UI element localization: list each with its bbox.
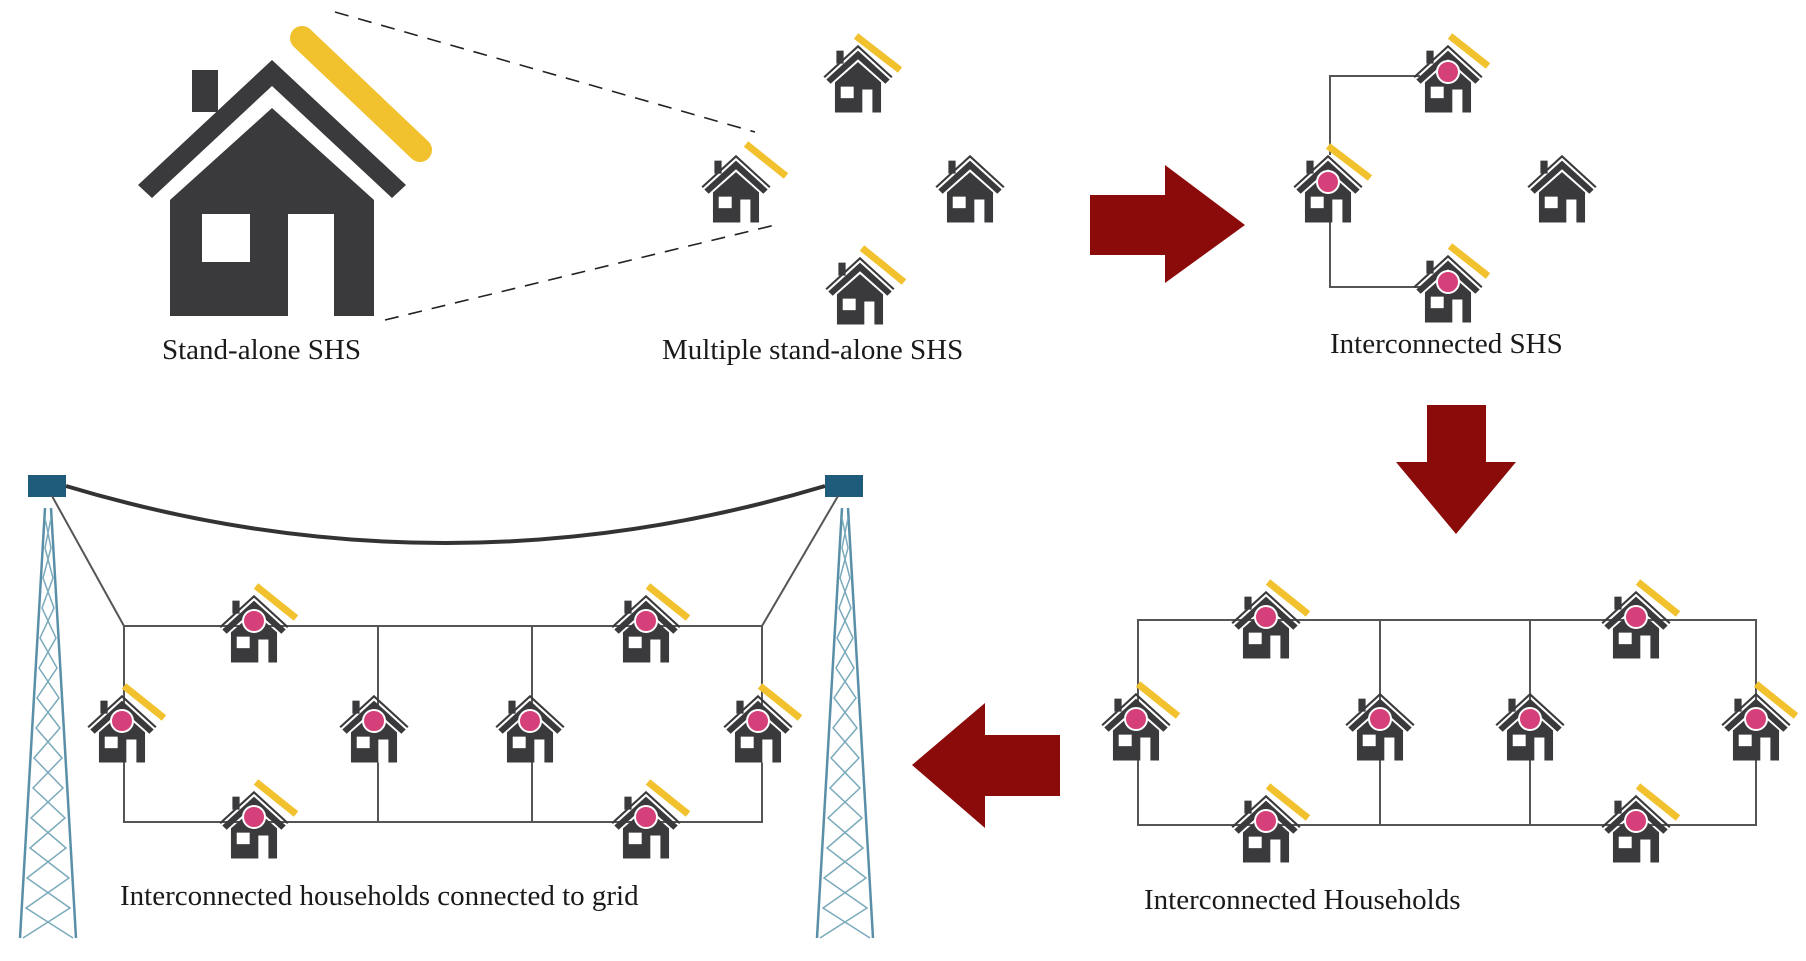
solar-panel-icon — [1325, 143, 1373, 181]
label-standalone: Stand-alone SHS — [162, 334, 361, 366]
multiple-standalone-group — [701, 33, 1005, 325]
solar-panel-icon — [859, 245, 907, 285]
house-icon — [1527, 154, 1597, 223]
interconnected-households-network — [1101, 579, 1799, 863]
transmission-tower-icon — [815, 506, 875, 940]
standalone-house — [138, 26, 432, 316]
arrow-down-icon — [1396, 405, 1516, 534]
power-line — [65, 484, 826, 545]
interconnected-shs-group — [1293, 33, 1597, 323]
label-interconnected-shs: Interconnected SHS — [1330, 328, 1563, 360]
tower-cap — [825, 475, 863, 497]
solar-panel-icon — [1447, 33, 1491, 69]
pink-circle-icon — [1436, 60, 1460, 84]
solar-panel-icon — [743, 141, 789, 179]
tower-cap — [28, 475, 66, 497]
arrow-left-icon — [912, 703, 1060, 828]
zoom-lines — [334, 11, 776, 321]
house-icon — [701, 154, 771, 223]
solar-panel-icon — [853, 33, 903, 73]
pink-circle-icon — [1316, 170, 1340, 194]
house-icon — [935, 154, 1005, 223]
arrow-right-icon — [1090, 165, 1245, 283]
label-grid: Interconnected households connected to g… — [120, 880, 639, 912]
grid-network — [18, 475, 875, 940]
pink-circle-icon — [1436, 270, 1460, 294]
label-multiple: Multiple stand-alone SHS — [662, 334, 964, 366]
label-interconnected-households: Interconnected Households — [1144, 884, 1461, 916]
solar-panel-icon — [1447, 243, 1491, 279]
solar-panel-icon — [290, 26, 432, 162]
transmission-tower-icon — [18, 506, 78, 940]
